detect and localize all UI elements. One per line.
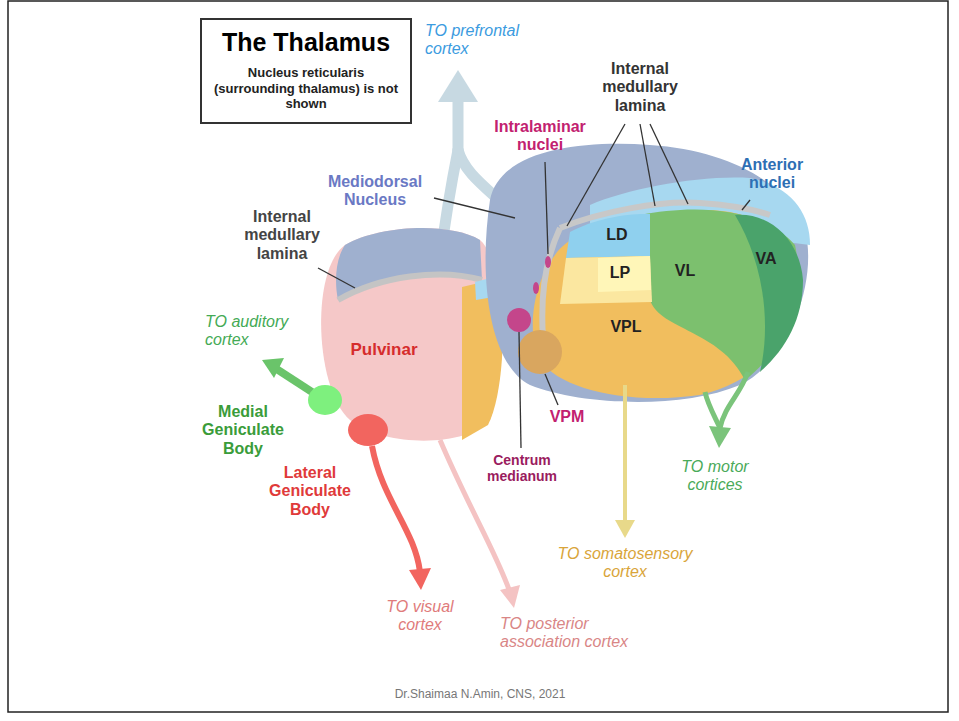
title-text: The Thalamus: [212, 28, 400, 57]
structure-label: Intralaminar nuclei: [490, 118, 590, 155]
structure-label: VPL: [601, 318, 651, 336]
vpm-shape: [518, 330, 562, 374]
arrowhead: [438, 70, 478, 102]
structure-label: Internal medullary lamina: [232, 208, 332, 263]
motor-arrow: [705, 392, 720, 428]
visual-arrow: [372, 446, 420, 572]
structure-label: Lateral Geniculate Body: [263, 464, 358, 519]
arrowhead: [709, 426, 731, 448]
lgb-shape: [348, 414, 388, 446]
structure-label: VL: [665, 262, 705, 280]
arrowhead: [409, 568, 431, 590]
arrowhead: [615, 520, 635, 538]
structure-label: TO visual cortex: [375, 598, 465, 635]
structure-label: LD: [597, 226, 637, 244]
mgb-shape: [308, 385, 342, 415]
arrowhead: [500, 585, 520, 608]
mediodorsal-cap: [336, 228, 482, 300]
structure-label: Centrum medianum: [476, 452, 568, 484]
centrum-medianum-dot: [507, 308, 531, 332]
structure-label: Pulvinar: [339, 340, 429, 360]
structure-label: VA: [746, 250, 786, 268]
leader-lines: [318, 124, 750, 448]
intralaminar-dot: [545, 256, 551, 268]
structure-label: Mediodorsal Nucleus: [319, 173, 431, 210]
motor-arrow: [720, 372, 748, 428]
structure-label: TO auditory cortex: [205, 313, 320, 350]
lamina-band: [560, 203, 770, 228]
structure-label: TO posterior association cortex: [500, 615, 650, 652]
arrowhead: [262, 358, 284, 378]
structure-label: TO prefrontal cortex: [425, 22, 550, 59]
intralaminar-dot: [533, 282, 539, 294]
frame: [8, 1, 948, 712]
structure-label: Internal medullary lamina: [593, 60, 688, 115]
lp-core: [598, 256, 651, 292]
note-text: Nucleus reticularis (surrounding thalamu…: [212, 65, 400, 112]
structure-label: VPM: [542, 408, 592, 426]
lamina-band: [338, 274, 482, 300]
somatosensory-arrow: [623, 385, 627, 522]
lp-shape: [560, 256, 652, 304]
structure-label: TO motor cortices: [668, 458, 763, 495]
auditory-arrow: [275, 368, 312, 392]
structure-label: Medial Geniculate Body: [198, 403, 288, 458]
va-shape: [735, 215, 803, 372]
structure-label: LP: [600, 264, 640, 282]
footer-credit: Dr.Shaimaa N.Amin, CNS, 2021: [330, 688, 630, 702]
structure-label: TO somatosensory cortex: [543, 545, 708, 582]
title-box: The ThalamusNucleus reticularis (surroun…: [200, 18, 412, 124]
structure-label: Anterior nuclei: [727, 156, 817, 193]
